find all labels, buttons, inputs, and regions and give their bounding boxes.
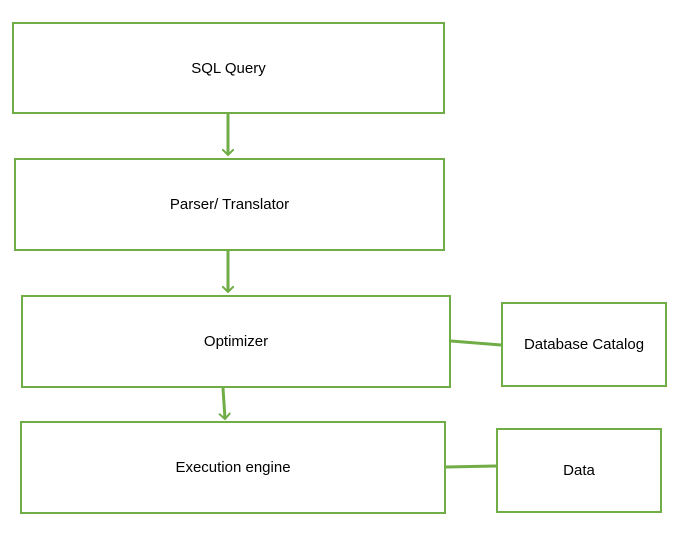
connector-optimizer-catalog	[450, 339, 502, 347]
data-box: Data	[496, 428, 662, 513]
execution-engine-box: Execution engine	[20, 421, 446, 514]
parser-translator-box: Parser/ Translator	[14, 158, 445, 251]
database-catalog-box: Database Catalog	[501, 302, 667, 387]
optimizer-label: Optimizer	[203, 333, 269, 350]
database-catalog-label: Database Catalog	[523, 336, 645, 353]
execution-engine-label: Execution engine	[175, 459, 291, 476]
parser-translator-label: Parser/ Translator	[169, 196, 290, 213]
sql-query-label: SQL Query	[191, 59, 266, 77]
sql-query-box: SQL Query	[12, 22, 445, 114]
optimizer-box: Optimizer	[21, 295, 451, 388]
arrow-optimizer-to-execution	[223, 387, 225, 419]
connector-execution-data	[445, 464, 497, 469]
data-label: Data	[563, 462, 595, 479]
